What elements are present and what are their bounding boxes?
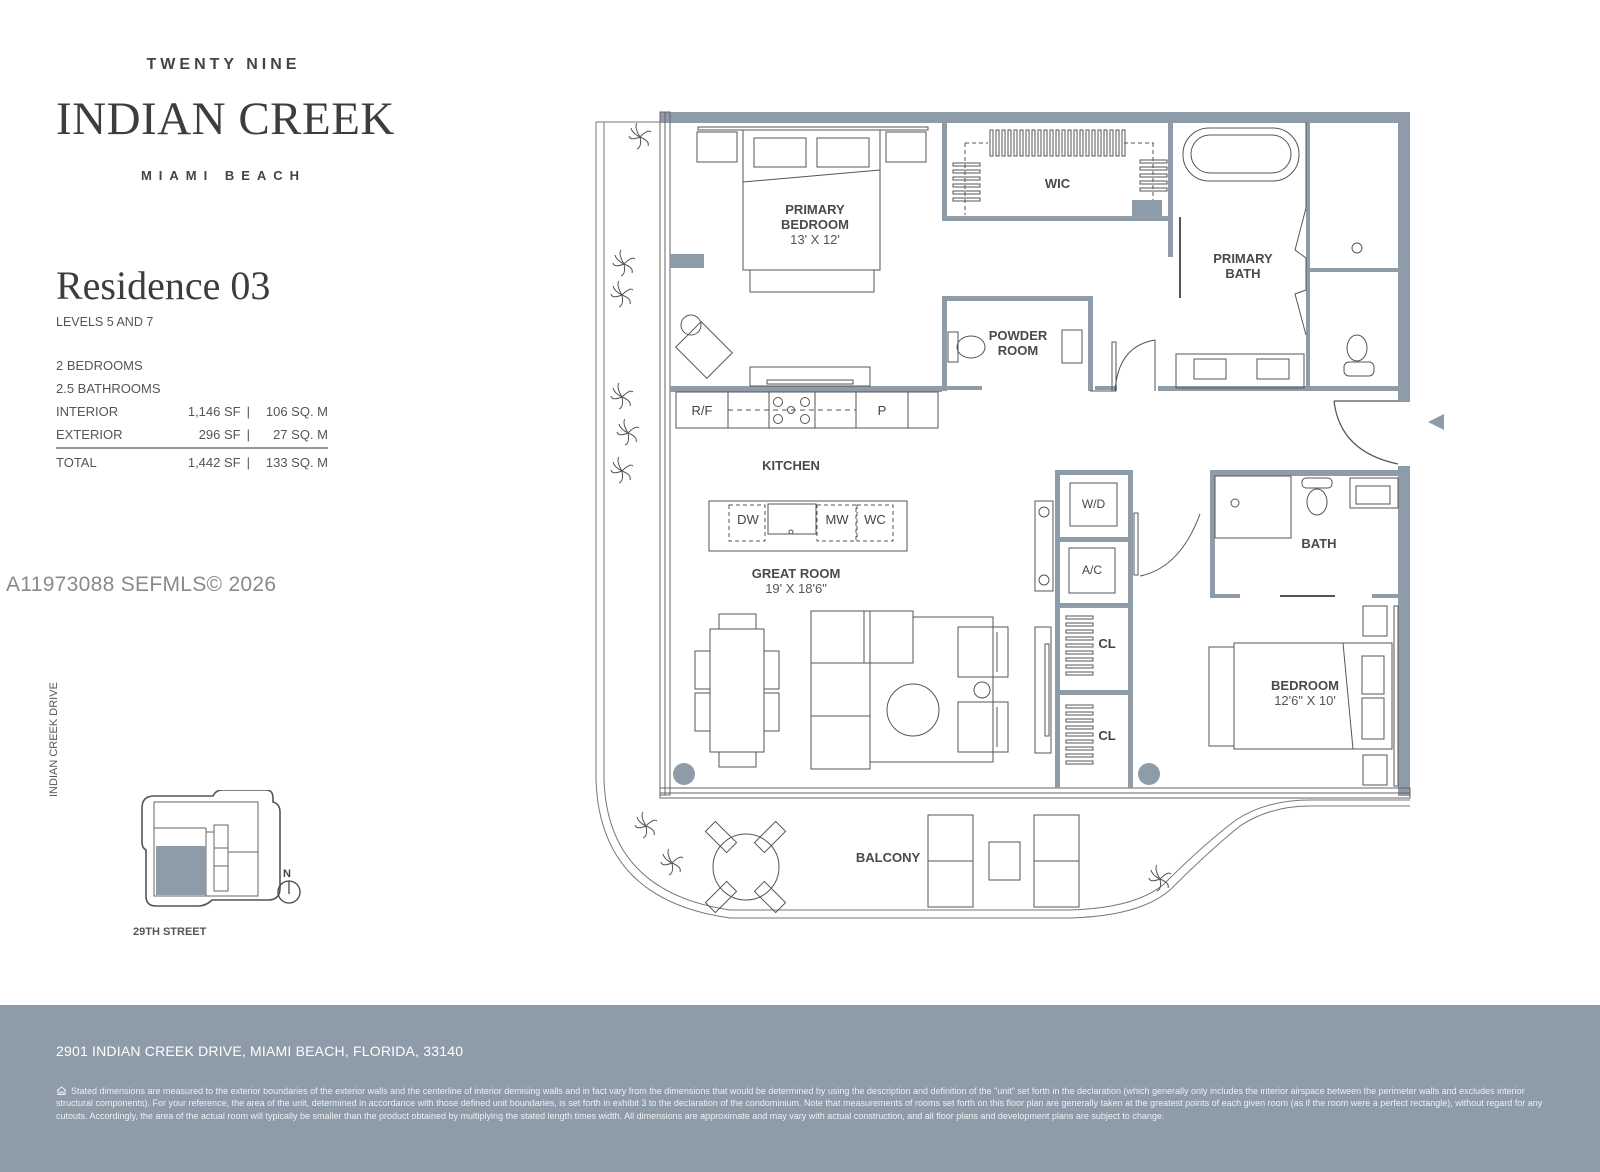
area-sf: 1,146 SF — [187, 404, 241, 419]
wic-closet-rods — [952, 129, 1168, 215]
kitchen-counter — [675, 391, 939, 429]
disclaimer-text: Stated dimensions are measured to the ex… — [56, 1086, 1543, 1121]
room-dims: 13' X 12' — [790, 232, 840, 247]
room-great-room: GREAT ROOM 19' X 18'6" — [736, 566, 856, 596]
room-wic: WIC — [1044, 176, 1071, 191]
column-sw — [673, 763, 695, 785]
bath-fixtures — [1214, 475, 1399, 597]
exterior-walls — [660, 112, 1410, 796]
residence-title: Residence 03 — [56, 263, 271, 308]
south-window-wall — [659, 787, 1411, 799]
area-label: EXTERIOR — [56, 427, 123, 442]
area-sqm: 106 SQ. M — [265, 404, 328, 419]
area-label: INTERIOR — [56, 404, 119, 419]
room-name: GREAT ROOM — [751, 566, 841, 581]
room-bath: BATH — [1301, 536, 1337, 551]
bathroom-count: 2.5 BATHROOMS — [56, 381, 161, 396]
legal-disclaimer: Stated dimensions are measured to the ex… — [56, 1085, 1546, 1122]
balcony-furniture — [704, 814, 1080, 914]
room-kitchen: KITCHEN — [762, 458, 820, 473]
bedroom-count: 2 BEDROOMS — [56, 358, 143, 373]
area-row-total: TOTAL 1,442 SF | 133 SQ. M — [56, 455, 328, 470]
brand-location: MIAMI BEACH — [140, 168, 307, 183]
room-name: PRIMARY — [785, 202, 845, 217]
room-bedroom: BEDROOM 12'6" X 10' — [1250, 678, 1360, 708]
west-window-wall — [659, 111, 671, 796]
area-row-interior: INTERIOR 1,146 SF | 106 SQ. M — [56, 404, 328, 419]
site-key-plan — [141, 790, 281, 907]
area-label: TOTAL — [56, 455, 97, 470]
residence-levels: LEVELS 5 AND 7 — [56, 315, 154, 329]
living-dining-furniture — [694, 500, 1054, 770]
footer-bar — [0, 1005, 1600, 1172]
primary-bedroom-furniture — [675, 126, 929, 387]
total-divider — [56, 447, 328, 449]
area-separator: | — [246, 427, 250, 442]
floor-plan — [595, 111, 1444, 919]
room-name: BEDROOM — [781, 217, 849, 232]
room-name: BATH — [1225, 266, 1261, 281]
room-powder: POWDER ROOM — [981, 328, 1055, 358]
kitchen-island — [708, 500, 908, 552]
label-closet-1: CL — [1098, 636, 1116, 651]
unit-location-highlight — [156, 846, 206, 895]
north-arrow-icon — [277, 880, 301, 904]
label-microwave: MW — [825, 512, 849, 527]
area-row-exterior: EXTERIOR 296 SF | 27 SQ. M — [56, 427, 328, 442]
bedroom-furniture — [1208, 605, 1399, 787]
label-dishwasher: DW — [737, 512, 759, 527]
area-sqm: 133 SQ. M — [265, 455, 328, 470]
entry-door — [1333, 400, 1399, 465]
room-primary-bath: PRIMARY BATH — [1198, 251, 1288, 281]
room-dims: 12'6" X 10' — [1274, 693, 1336, 708]
label-ac: A/C — [1081, 563, 1102, 577]
column-wall — [670, 254, 704, 268]
area-sf: 1,442 SF — [187, 455, 241, 470]
room-name: PRIMARY — [1213, 251, 1273, 266]
room-primary-bedroom: PRIMARY BEDROOM 13' X 12' — [760, 202, 870, 247]
home-icon — [56, 1086, 67, 1095]
column-se — [1138, 763, 1160, 785]
room-balcony: BALCONY — [855, 850, 921, 865]
label-wine-cooler: WC — [864, 512, 886, 527]
powder-room-fixtures — [947, 329, 1156, 392]
area-separator: | — [246, 404, 250, 419]
brand-tagline: TWENTY NINE — [146, 56, 301, 73]
entry-arrow-icon — [1428, 414, 1444, 430]
room-name: ROOM — [997, 343, 1039, 358]
room-name: BEDROOM — [1271, 678, 1339, 693]
label-pantry: P — [877, 403, 887, 418]
area-sqm: 27 SQ. M — [273, 427, 328, 442]
north-label: N — [283, 868, 291, 880]
mls-watermark: A11973088 SEFMLS© 2026 — [6, 573, 277, 596]
room-name: POWDER — [988, 328, 1048, 343]
area-separator: | — [246, 455, 250, 470]
brand-logo-title: INDIAN CREEK — [56, 93, 395, 145]
wic-shelf-unit — [1132, 200, 1162, 216]
label-washer-dryer: W/D — [1081, 497, 1106, 511]
utility-fixtures — [1065, 482, 1201, 765]
room-dims: 19' X 18'6" — [765, 581, 827, 596]
primary-bath-fixtures — [1175, 122, 1375, 389]
property-address: 2901 INDIAN CREEK DRIVE, MIAMI BEACH, FL… — [56, 1043, 464, 1059]
label-closet-2: CL — [1098, 728, 1116, 743]
label-refrigerator: R/F — [691, 403, 713, 418]
balcony-outline — [595, 121, 1410, 919]
street-label-29th-street: 29TH STREET — [133, 926, 207, 938]
area-sf: 296 SF — [198, 427, 241, 442]
